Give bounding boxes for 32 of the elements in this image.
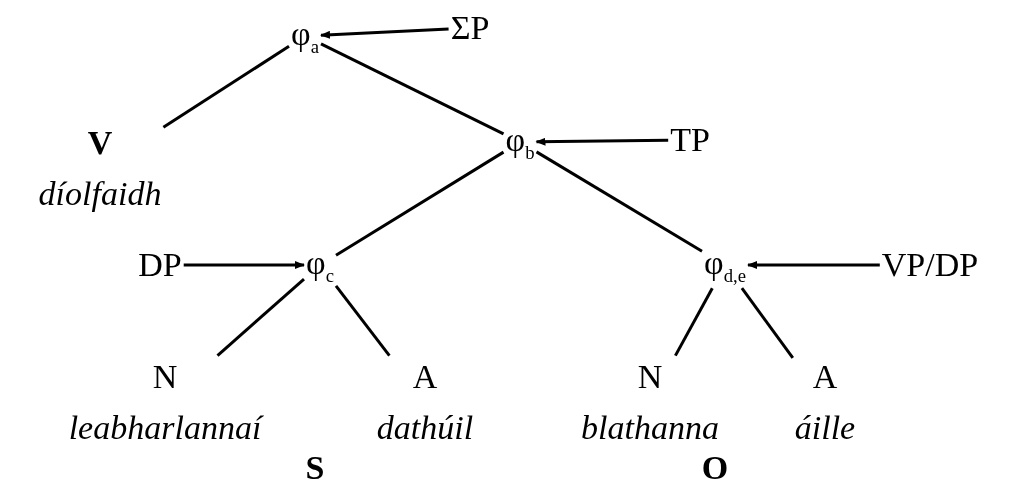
phrase-label: φ$_{c}$ (306, 243, 334, 287)
tree-branch (334, 284, 391, 357)
word-text: díolfaidh (38, 175, 162, 213)
word-text: leabharlannaí (68, 409, 262, 447)
phrase-label: φ$_{b}$ (505, 120, 535, 164)
tree-branch (320, 42, 505, 136)
function-label: O (701, 449, 729, 487)
tree-branch (162, 45, 290, 129)
arrow (320, 27, 449, 39)
category-label: A (412, 357, 438, 395)
arrow (183, 261, 305, 269)
tree-branch (674, 287, 714, 357)
word-text: áille (794, 409, 856, 447)
category-label: V (87, 123, 113, 161)
phrase-label: DP (138, 246, 182, 284)
phrase-label: φ$_{d,e}$ (704, 243, 746, 287)
category-label: A (812, 357, 838, 395)
phrase-label: TP (670, 121, 710, 159)
tree-branch (216, 277, 305, 357)
phrase-label: ΣP (450, 9, 490, 47)
tree-branch (740, 287, 794, 359)
arrow (535, 137, 669, 146)
category-label: N (152, 357, 178, 395)
word-text: blathanna (581, 409, 719, 447)
word-text: dathúil (376, 409, 474, 447)
function-label: S (305, 449, 325, 487)
phrase-label: φ$_{a}$ (291, 14, 319, 58)
arrow (747, 261, 880, 269)
phrase-label: VP/DP (881, 246, 979, 284)
category-label: N (637, 357, 663, 395)
tree-branch (335, 150, 505, 257)
tree-branch (535, 150, 703, 253)
